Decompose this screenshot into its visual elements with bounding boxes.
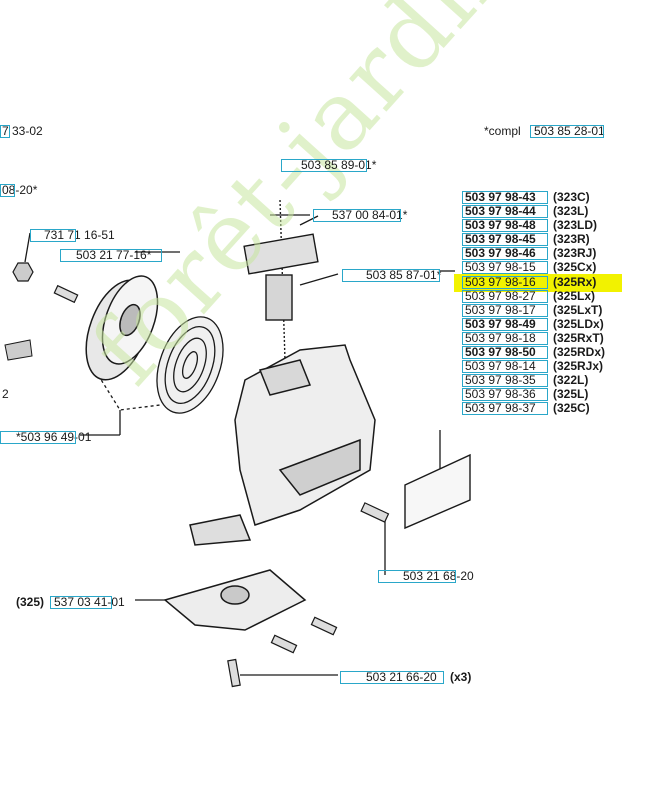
parts-row-model: (323R): [553, 232, 590, 246]
parts-row-pn: 503 97 98-50: [465, 345, 536, 359]
parts-row-pn: 503 97 98-35: [465, 373, 536, 387]
parts-row-pn: 503 97 98-45: [465, 232, 536, 246]
parts-row-model: (325LDx): [553, 317, 604, 331]
label-503-85-87-01: 503 85 87-01*: [366, 268, 442, 282]
starter-handle-icon: [243, 199, 319, 361]
parts-row-pn: 503 97 98-17: [465, 303, 536, 317]
parts-row-model: (325RxT): [553, 331, 604, 345]
parts-row-model: (325RDx): [553, 345, 606, 359]
parts-row-pn: 503 97 98-37: [465, 401, 536, 415]
parts-row-pn: 503 97 98-16: [465, 275, 536, 289]
label-503-21-68-20: 503 21 68-20: [403, 569, 474, 583]
compl-star-label: *compl: [484, 124, 521, 138]
parts-list: 503 97 98-43 (323C) 503 97 98-44 (323L) …: [454, 190, 652, 420]
parts-row-model: (325L): [553, 387, 589, 401]
screw-left-icon: [53, 284, 79, 304]
parts-row-pn: 503 97 98-14: [465, 359, 536, 373]
parts-row-pn: 503 97 98-43: [465, 190, 536, 204]
parts-row-pn: 503 97 98-18: [465, 331, 536, 345]
screw-right-icon: [360, 502, 390, 523]
screws-bottom-icon: [227, 616, 338, 688]
recoil-spring-icon: [156, 316, 224, 414]
parts-row-model: (325RJx): [553, 359, 604, 373]
label-7-33-02: 7 33-02: [2, 124, 43, 138]
parts-row-pn: 503 97 98-15: [465, 260, 536, 274]
parts-row-model: (323C): [553, 190, 590, 204]
parts-row-model: (323LD): [553, 218, 598, 232]
nut-icon: [12, 262, 34, 282]
parts-row-pn: 503 97 98-49: [465, 317, 536, 331]
label-503-21-66-20: 503 21 66-20: [366, 670, 437, 684]
label-2: 2: [2, 387, 9, 401]
parts-row-model: (325Lx): [553, 289, 596, 303]
parts-row-pn: 503 97 98-27: [465, 289, 536, 303]
parts-row-model: (325C): [553, 401, 590, 415]
label-503-85-89-01: 503 85 89-01*: [301, 158, 377, 172]
parts-row-pn: 503 97 98-48: [465, 218, 536, 232]
parts-row-model: (322L): [553, 373, 589, 387]
starter-pulley-icon: [85, 275, 159, 381]
decal-icon: [404, 453, 471, 530]
label-503-96-49-01: *503 96 49-01: [16, 430, 92, 444]
parts-row-pn: 503 97 98-36: [465, 387, 536, 401]
parts-row-pn: 503 97 98-44: [465, 204, 536, 218]
starter-housing-icon: [189, 344, 376, 546]
label-731-71-16-51: 731 71 16-51: [44, 228, 115, 242]
highlight-row: [454, 274, 622, 292]
label-x3: (x3): [450, 670, 472, 684]
base-plate-icon: [163, 569, 307, 631]
label-325: (325): [16, 595, 45, 609]
parts-row-model: (325Rx): [553, 275, 597, 289]
label-503-21-77-16: 503 21 77-16*: [76, 248, 152, 262]
label-503-85-28-01: 503 85 28-01: [534, 124, 605, 138]
parts-row-model: (323L): [553, 204, 589, 218]
label-537-00-84-01: 537 00 84-01*: [332, 208, 408, 222]
parts-row-model: (325Cx): [553, 260, 597, 274]
parts-row-pn: 503 97 98-46: [465, 246, 536, 260]
label-537-03-41-01: 537 03 41-01: [54, 595, 125, 609]
parts-row-model: (323RJ): [553, 246, 597, 260]
label-08-20: 08-20*: [2, 183, 38, 197]
parts-row-model: (325LxT): [553, 303, 603, 317]
